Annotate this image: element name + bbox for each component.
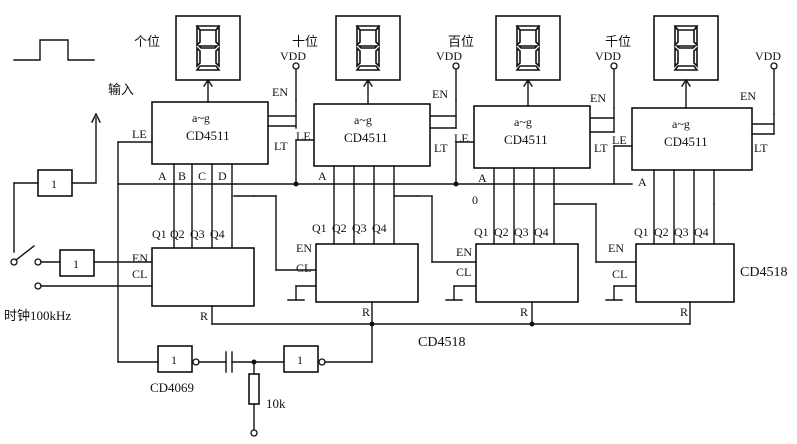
- svg-text:A: A: [478, 171, 487, 185]
- vdd-terminal: [770, 62, 778, 70]
- svg-text:Q2: Q2: [170, 227, 185, 241]
- display-thousands: [653, 15, 719, 81]
- svg-text:CL: CL: [296, 261, 311, 275]
- svg-text:a~g: a~g: [354, 113, 372, 127]
- svg-text:1: 1: [73, 257, 79, 271]
- svg-text:EN: EN: [456, 245, 472, 259]
- input-label: 输入: [108, 82, 134, 98]
- svg-text:Q3: Q3: [190, 227, 205, 241]
- svg-text:R: R: [362, 305, 370, 319]
- resistor: [248, 373, 260, 405]
- svg-text:LE: LE: [612, 133, 627, 147]
- svg-text:Q3: Q3: [352, 221, 367, 235]
- svg-text:Q3: Q3: [674, 225, 689, 239]
- buffer-gate-input: 1: [13, 169, 97, 253]
- decoder-3: a~g CD4511 LE LT EN A: [432, 78, 591, 185]
- svg-text:Q4: Q4: [534, 225, 549, 239]
- svg-text:A: A: [638, 175, 647, 189]
- svg-text:LT: LT: [754, 141, 768, 155]
- chip-label: CD4511: [664, 134, 708, 149]
- counter-3: EN CL R Q1 Q2 Q3 Q4: [456, 225, 579, 319]
- svg-text:R: R: [680, 305, 688, 319]
- svg-text:LT: LT: [594, 141, 608, 155]
- svg-text:D: D: [218, 169, 227, 183]
- svg-text:Q3: Q3: [514, 225, 529, 239]
- clock-label: 时钟100kHz: [4, 308, 71, 323]
- place-label-thousands: 千位: [605, 35, 631, 50]
- svg-text:CL: CL: [132, 267, 147, 281]
- input-pulse-symbol: [13, 39, 95, 61]
- vdd-terminal: [292, 62, 300, 70]
- svg-text:EN: EN: [132, 251, 148, 265]
- place-label-hundreds: 百位: [448, 35, 474, 50]
- svg-text:Q1: Q1: [312, 221, 327, 235]
- display-hundreds: [495, 15, 561, 81]
- vdd-label-2: VDD: [436, 49, 462, 63]
- svg-text:Q2: Q2: [654, 225, 669, 239]
- inverter-label: CD4069: [150, 380, 194, 395]
- vdd-terminal: [452, 62, 460, 70]
- svg-text:EN: EN: [608, 241, 624, 255]
- buffer-gate-clock: 1: [40, 249, 153, 287]
- svg-text:EN: EN: [272, 85, 288, 99]
- svg-text:R: R: [520, 305, 528, 319]
- svg-text:Q1: Q1: [634, 225, 649, 239]
- counter-2: EN CL R Q1 Q2 Q3 Q4: [296, 221, 419, 319]
- zero-label: 0: [472, 193, 478, 207]
- decoder-2: a~g CD4511 LE LT EN A: [272, 78, 431, 183]
- chip-label: CD4511: [504, 132, 548, 147]
- svg-text:Q1: Q1: [152, 227, 167, 241]
- svg-text:Q2: Q2: [494, 225, 509, 239]
- svg-text:B: B: [178, 169, 186, 183]
- svg-text:EN: EN: [740, 89, 756, 103]
- svg-text:Q4: Q4: [694, 225, 709, 239]
- decoder-4: a~g CD4511 LE LT EN LT EN A: [590, 78, 768, 189]
- decoder-1: a~g CD4511 LE A B C D: [132, 78, 269, 183]
- svg-text:A: A: [318, 169, 327, 183]
- svg-text:LE: LE: [296, 129, 311, 143]
- counter-part-label-bottom: CD4518: [418, 335, 465, 350]
- svg-text:Q1: Q1: [474, 225, 489, 239]
- inverter-gate-1: 1: [157, 345, 200, 373]
- svg-text:C: C: [198, 169, 206, 183]
- svg-text:CL: CL: [612, 267, 627, 281]
- chip-label: CD4511: [344, 130, 388, 145]
- svg-text:EN: EN: [590, 91, 606, 105]
- display-tens: [335, 15, 401, 81]
- vdd-label-1: VDD: [280, 49, 306, 63]
- svg-text:EN: EN: [432, 87, 448, 101]
- clock-switch: [10, 245, 42, 290]
- svg-text:a~g: a~g: [672, 117, 690, 131]
- chip-label: CD4511: [186, 128, 230, 143]
- resistor-label: 10k: [266, 396, 286, 411]
- svg-text:LT: LT: [274, 139, 288, 153]
- svg-text:a~g: a~g: [514, 115, 532, 129]
- svg-text:CL: CL: [456, 265, 471, 279]
- svg-text:1: 1: [51, 177, 57, 191]
- vdd-label-4: VDD: [755, 49, 781, 63]
- svg-text:Q4: Q4: [372, 221, 387, 235]
- vdd-terminal: [610, 62, 618, 70]
- svg-text:R: R: [200, 309, 208, 323]
- svg-text:LE: LE: [132, 127, 147, 141]
- svg-text:1: 1: [171, 353, 177, 367]
- vdd-label-3: VDD: [595, 49, 621, 63]
- svg-text:LT: LT: [434, 141, 448, 155]
- inverter-gate-2: 1: [283, 345, 373, 373]
- place-label-units: 个位: [134, 35, 160, 50]
- place-label-tens: 十位: [292, 35, 318, 50]
- display-units: [175, 15, 241, 81]
- svg-text:EN: EN: [296, 241, 312, 255]
- counter-part-label: CD4518: [740, 265, 787, 280]
- ground-terminal: [250, 429, 258, 437]
- svg-text:Q4: Q4: [210, 227, 225, 241]
- counter-4: EN CL R Q1 Q2 Q3 Q4 CD4518: [608, 225, 787, 319]
- svg-text:A: A: [158, 169, 167, 183]
- svg-text:Q2: Q2: [332, 221, 347, 235]
- svg-text:a~g: a~g: [192, 111, 210, 125]
- counter-1: EN CL R Q1 Q2 Q3 Q4: [132, 227, 255, 323]
- svg-text:1: 1: [297, 353, 303, 367]
